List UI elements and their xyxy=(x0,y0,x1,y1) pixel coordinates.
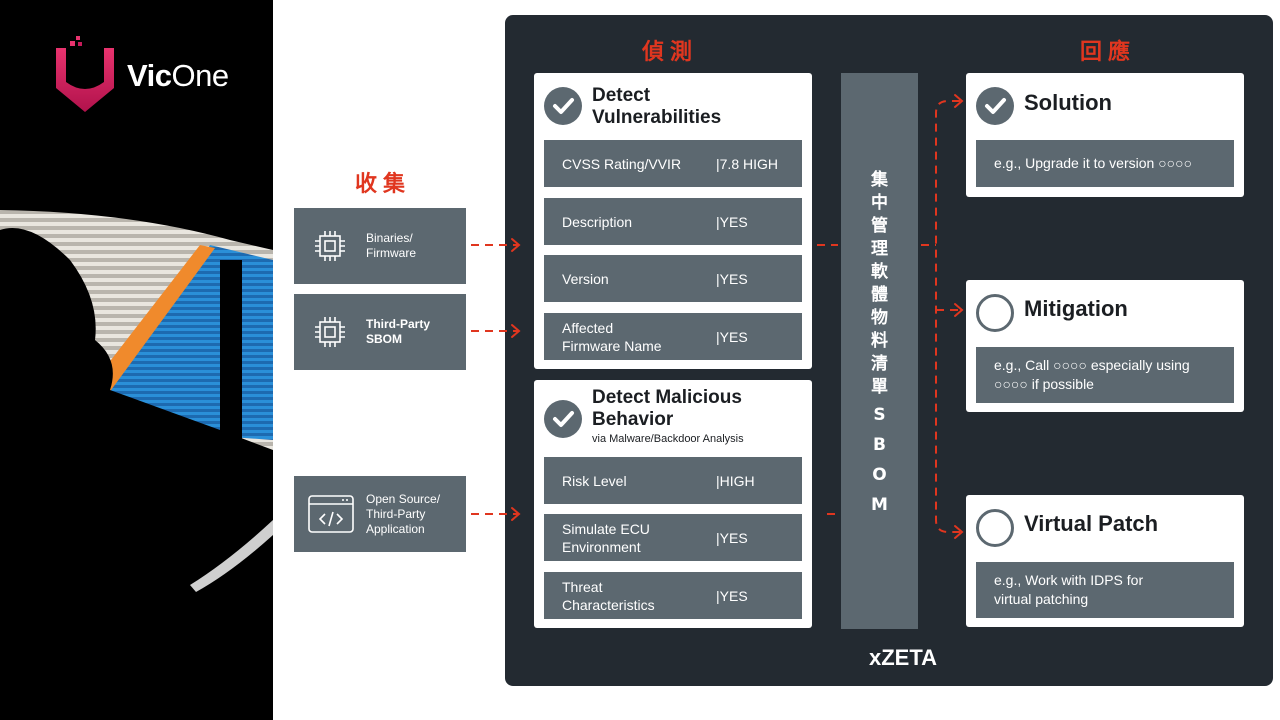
stage-label-detect: 偵測 xyxy=(642,40,699,65)
row-key: Description xyxy=(562,213,633,230)
hacker-silhouette-photo xyxy=(0,210,273,610)
row-value: |YES xyxy=(716,270,748,287)
card-title: Detect Malicious Behavior xyxy=(592,387,742,430)
source-third-party-sbom: Third-Party SBOM xyxy=(294,294,466,370)
card-subtitle: via Malware/Backdoor Analysis xyxy=(592,433,744,445)
stage-label-respond: 回應 xyxy=(1080,40,1137,65)
row-value: |HIGH xyxy=(716,472,755,489)
check-icon xyxy=(976,87,1014,125)
row-key: Threat Characteristics xyxy=(562,578,655,613)
response-text: e.g., Upgrade it to version ○○○○ xyxy=(976,140,1234,187)
card-title: Virtual Patch xyxy=(1024,511,1159,536)
response-card-mitigation: Mitigation e.g., Call ○○○○ especially us… xyxy=(966,280,1244,412)
response-card-solution: Solution e.g., Upgrade it to version ○○○… xyxy=(966,73,1244,197)
row-key: Version xyxy=(562,270,609,287)
check-icon xyxy=(544,400,582,438)
sbom-char: 中 xyxy=(871,193,888,213)
response-card-virtual-patch: Virtual Patch e.g., Work with IDPS for v… xyxy=(966,495,1244,627)
empty-circle-icon xyxy=(976,509,1014,547)
vicone-logo-icon xyxy=(56,36,114,112)
empty-circle-icon xyxy=(976,294,1014,332)
sbom-char: O xyxy=(872,465,887,485)
sbom-management-bar: 集 中 管 理 軟 體 物 料 清 單 S B O M xyxy=(841,73,918,629)
stage-label-collect: 收集 xyxy=(355,172,412,197)
sbom-char: 料 xyxy=(871,331,888,351)
source-label: Binaries/ Firmware xyxy=(366,231,416,260)
product-name: xZETA xyxy=(869,645,938,670)
source-label: Open Source/ Third-Party Application xyxy=(366,491,441,536)
sbom-char: 體 xyxy=(871,285,888,305)
row-key: CVSS Rating/VVIR xyxy=(562,155,682,172)
sbom-char: 物 xyxy=(871,308,888,328)
card-title: Solution xyxy=(1024,90,1112,115)
table-row: Threat Characteristics |YES xyxy=(544,572,802,619)
check-icon xyxy=(544,87,582,125)
card-title: Mitigation xyxy=(1024,296,1128,321)
source-binaries-firmware: Binaries/ Firmware xyxy=(294,208,466,284)
response-text: e.g., Call ○○○○ especially using ○○○○ if… xyxy=(976,347,1234,403)
sbom-char: S xyxy=(873,405,886,425)
brand-panel: VicOne xyxy=(0,0,273,720)
row-value: |YES xyxy=(716,529,748,546)
code-window-icon xyxy=(308,495,354,533)
table-row: Description |YES xyxy=(544,198,802,245)
chip-icon xyxy=(315,231,345,261)
sbom-char: 管 xyxy=(871,216,888,236)
source-label: Third-Party SBOM xyxy=(366,317,431,346)
chip-icon xyxy=(315,317,345,347)
detect-malicious-card: Detect Malicious Behavior via Malware/Ba… xyxy=(534,380,812,628)
card-title: Detect Vulnerabilities xyxy=(592,85,722,128)
sbom-char: 軟 xyxy=(871,262,888,282)
row-value: |7.8 HIGH xyxy=(716,155,778,172)
row-value: |YES xyxy=(716,328,748,345)
table-row: Affected Firmware Name |YES xyxy=(544,313,802,360)
sbom-char: 集 xyxy=(871,170,888,190)
row-key: Affected Firmware Name xyxy=(562,319,662,354)
table-row: CVSS Rating/VVIR |7.8 HIGH xyxy=(544,140,802,187)
row-value: |YES xyxy=(716,587,748,604)
brand-name: VicOne xyxy=(127,58,229,93)
table-row: Version |YES xyxy=(544,255,802,302)
sbom-char: M xyxy=(871,495,888,515)
detect-vulnerabilities-card: Detect Vulnerabilities CVSS Rating/VVIR |… xyxy=(534,73,812,369)
sbom-char: 理 xyxy=(871,239,888,259)
table-row: Risk Level |HIGH xyxy=(544,457,802,504)
sbom-char: 清 xyxy=(871,354,888,374)
row-key: Simulate ECU Environment xyxy=(562,520,650,555)
response-text: e.g., Work with IDPS for virtual patchin… xyxy=(976,562,1234,618)
source-open-source-app: Open Source/ Third-Party Application xyxy=(294,476,466,552)
row-value: |YES xyxy=(716,213,748,230)
sbom-char: 單 xyxy=(871,377,888,397)
table-row: Simulate ECU Environment |YES xyxy=(544,514,802,561)
row-key: Risk Level xyxy=(562,472,627,489)
sbom-char: B xyxy=(873,435,886,455)
